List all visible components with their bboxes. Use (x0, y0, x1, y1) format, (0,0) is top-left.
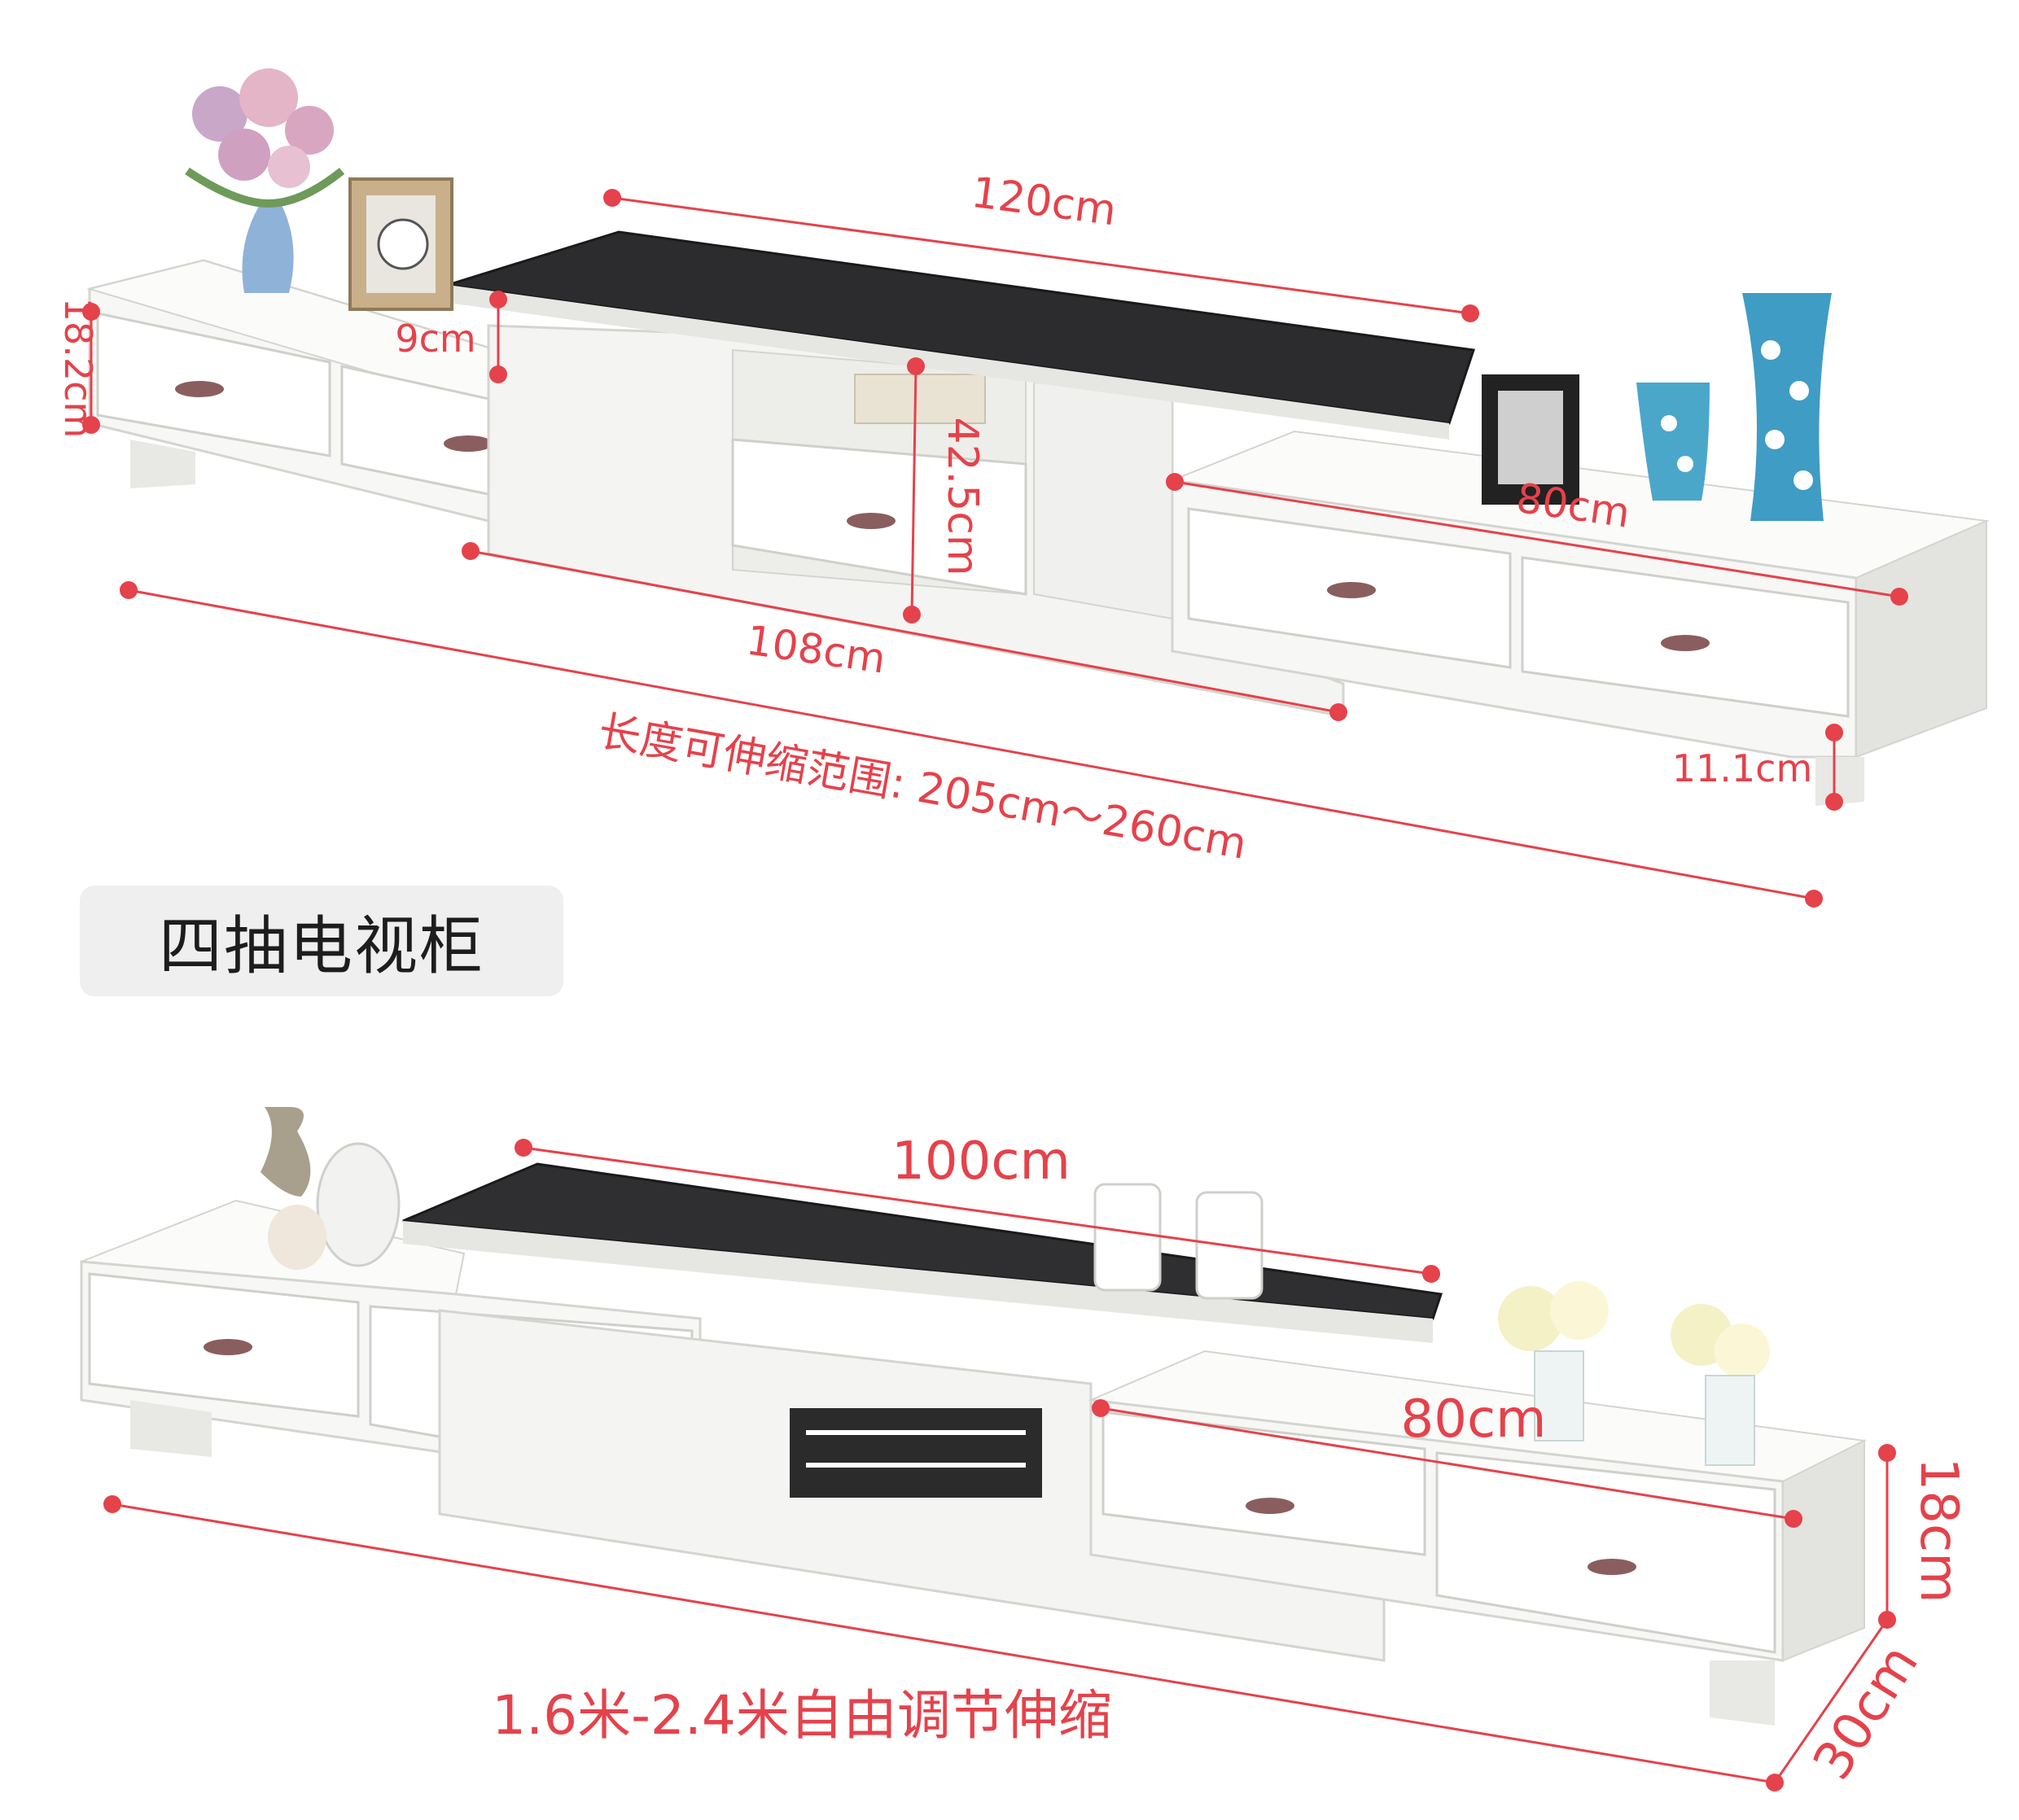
bottom-tv-cabinet (80, 1107, 1868, 1726)
blue-vase-icon (1636, 293, 1832, 521)
vase-set-icon (261, 1107, 401, 1270)
dim-top-width: 120cm (969, 168, 1119, 236)
picture-frame-icon (1482, 374, 1579, 505)
bottom-dimension-lines (103, 1139, 1896, 1792)
dim-center-height: 42.5cm (938, 417, 987, 575)
dim-bottom-right-width: 80cm (1401, 1389, 1547, 1450)
dim-bottom-height: 18cm (1908, 1458, 1969, 1603)
category-tag: 四抽电视柜 (80, 886, 563, 996)
dim-bottom-depth: 30cm (1802, 1634, 1930, 1790)
top-tv-cabinet (86, 68, 1990, 806)
top-dimension-lines (82, 189, 1908, 908)
flower-vase-icon (185, 68, 345, 293)
dim-leg-height: 11.1cm (1672, 746, 1813, 790)
category-tag-label: 四抽电视柜 (158, 910, 484, 983)
photo-frame-icon (348, 177, 453, 311)
dim-bottom-top-width: 100cm (891, 1131, 1071, 1192)
flower-icon (1498, 1281, 1770, 1466)
dim-length-range-bottom: 1.6米-2.4米自由调节伸缩 (492, 1684, 1112, 1747)
dim-side-height: 18.2cm (56, 298, 100, 439)
dim-top-height: 9cm (395, 317, 475, 361)
dim-length-range-top: 长度可伸缩范围: 205cm～260cm (594, 707, 1250, 869)
